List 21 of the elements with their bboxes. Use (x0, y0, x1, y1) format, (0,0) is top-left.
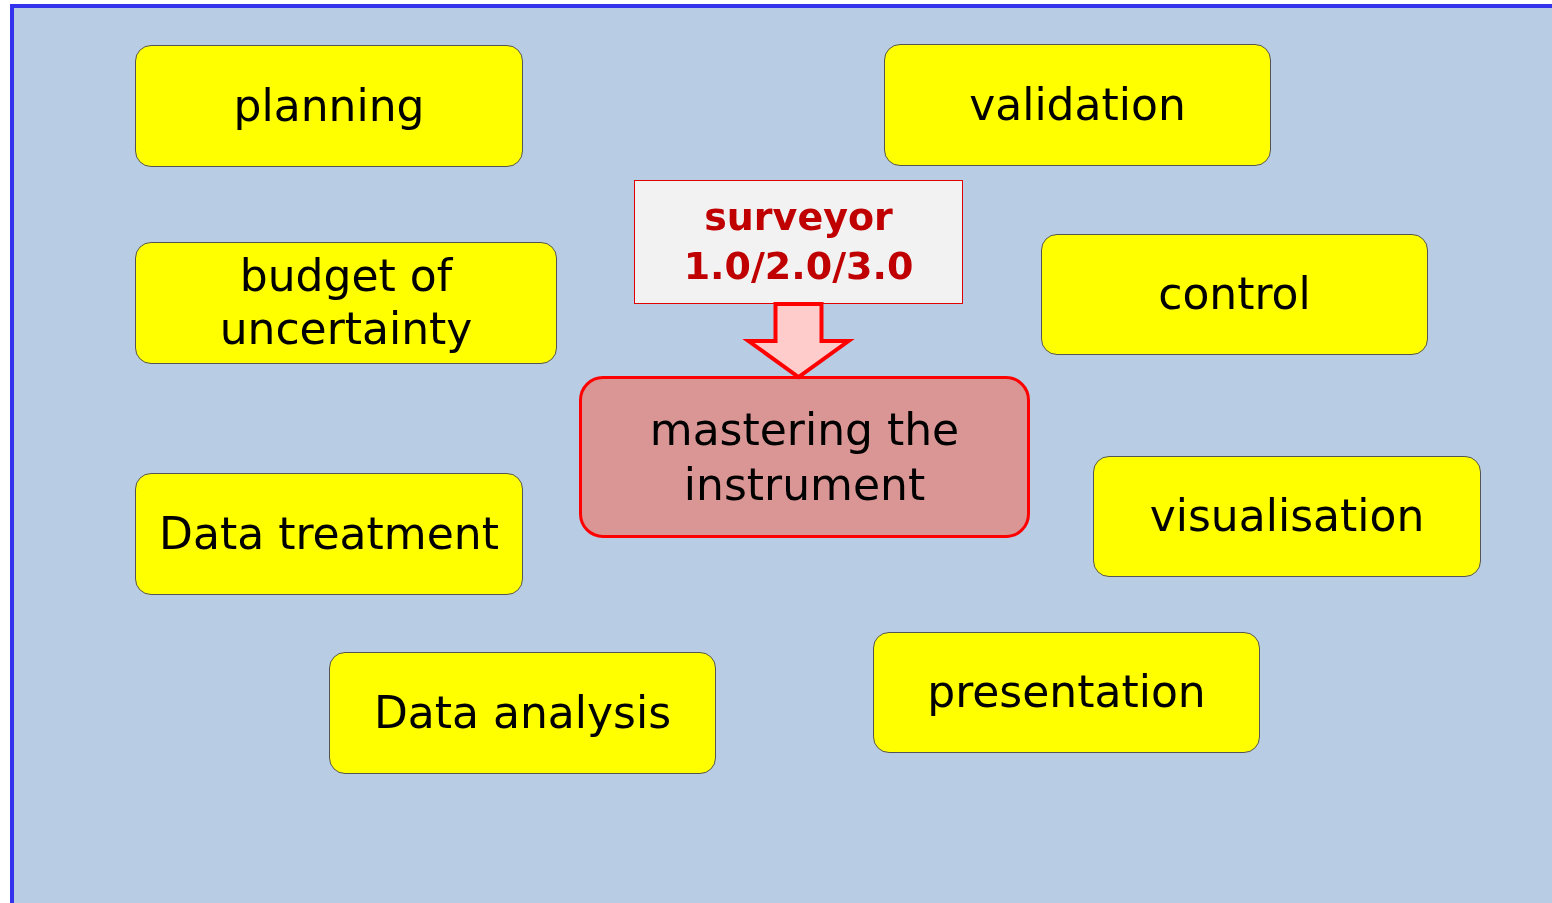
topic-box (135, 45, 523, 167)
node-label: budget of uncertainty (218, 250, 474, 356)
topic-box (873, 632, 1260, 753)
node-label: mastering the instrument (648, 403, 961, 512)
node-label: validation (969, 78, 1186, 132)
topic-box (884, 44, 1271, 166)
topic-box (135, 242, 557, 364)
node-label: visualisation (1149, 490, 1425, 543)
node-label: presentation (927, 666, 1206, 719)
node-label: control (1158, 268, 1311, 321)
topic-box (1041, 234, 1428, 355)
central-box (579, 376, 1030, 538)
node-label: Data analysis (373, 686, 672, 740)
node-label: planning (233, 79, 425, 133)
block-arrow (742, 302, 855, 380)
node-label: Data treatment (159, 507, 499, 561)
node-label: surveyor 1.0/2.0/3.0 (682, 193, 915, 290)
topic-box (135, 473, 523, 595)
topic-box (329, 652, 716, 774)
note-box (634, 180, 963, 304)
topic-box (1093, 456, 1481, 577)
